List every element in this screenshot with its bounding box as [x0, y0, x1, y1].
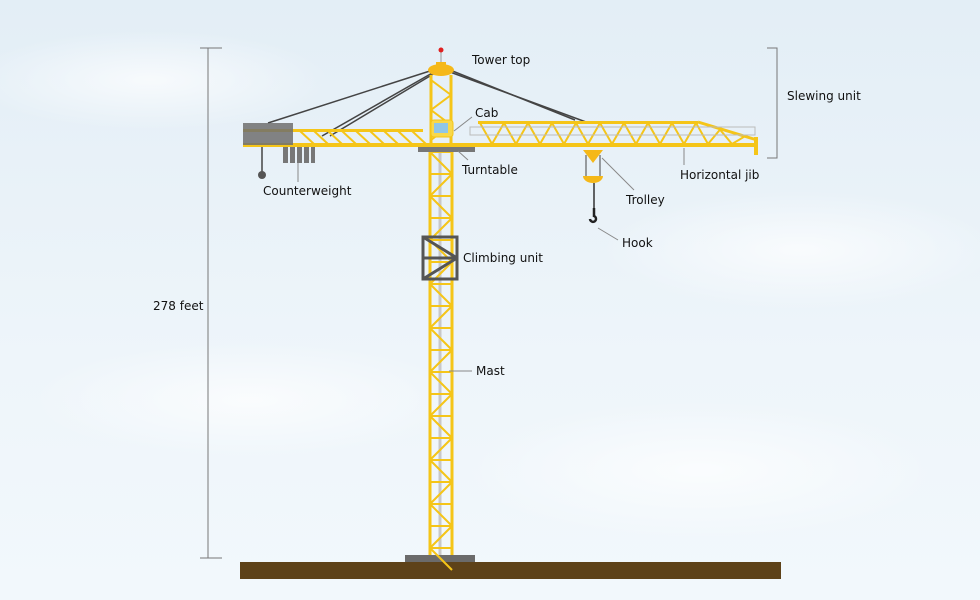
truss-member: [671, 122, 685, 145]
warning-light: [438, 47, 444, 53]
truss-member: [731, 135, 745, 145]
label-tower-top: Tower top: [471, 53, 530, 67]
truss-member: [369, 130, 385, 145]
truss-member: [355, 130, 371, 145]
truss-member: [429, 481, 453, 505]
label-trolley: Trolley: [625, 193, 665, 207]
truss-member: [635, 122, 649, 145]
truss-member: [313, 130, 329, 145]
hook: [588, 208, 598, 224]
turntable: [418, 147, 475, 152]
truss-member: [341, 130, 357, 145]
truss-member: [397, 130, 413, 145]
truss-member: [429, 305, 453, 329]
truss-member: [429, 415, 453, 439]
horizontal-jib: [469, 120, 758, 155]
truss-member: [429, 525, 453, 549]
truss-member: [599, 122, 613, 145]
label-slewing-unit: Slewing unit: [787, 89, 861, 103]
label-cab: Cab: [475, 106, 498, 120]
label-turntable: Turntable: [461, 163, 518, 177]
truss-member: [695, 122, 709, 145]
truss-member: [327, 130, 343, 145]
mast: [428, 150, 454, 571]
truss-member: [411, 130, 427, 145]
truss-member: [429, 195, 453, 219]
clouds: [0, 30, 980, 540]
truss-member: [429, 283, 453, 307]
truss-member: [429, 327, 453, 351]
label-horizontal-jib: Horizontal jib: [680, 168, 759, 182]
ground: [240, 562, 781, 579]
label-height: 278 feet: [153, 299, 204, 313]
pendant-cables: [267, 69, 587, 137]
truss-member: [503, 122, 517, 145]
slewing-unit-bracket: [767, 47, 778, 159]
label-counterweight: Counterweight: [263, 184, 352, 198]
truss-member: [299, 130, 315, 145]
counter-jib-ballast: [243, 123, 293, 145]
weight-ball: [258, 171, 266, 179]
trolley: [583, 150, 603, 183]
truss-member: [429, 371, 453, 395]
truss-member: [527, 122, 541, 145]
truss-member: [575, 122, 589, 145]
climbing-unit: [421, 235, 459, 281]
truss-member: [719, 128, 733, 145]
truss-member: [491, 122, 505, 145]
truss-member: [539, 122, 553, 145]
truss-member: [563, 122, 577, 145]
truss-member: [429, 393, 453, 417]
label-hook: Hook: [622, 236, 653, 250]
truss-member: [429, 437, 453, 461]
truss-member: [429, 459, 453, 483]
truss-member: [383, 130, 399, 145]
cab: [430, 119, 454, 138]
truss-member: [707, 128, 721, 145]
height-dimension: [200, 47, 222, 559]
truss-member: [429, 547, 453, 571]
label-climbing-unit: Climbing unit: [463, 251, 543, 265]
counterweight: [283, 147, 315, 163]
label-mast: Mast: [476, 364, 505, 378]
truss-member: [429, 349, 453, 373]
truss-member: [683, 122, 697, 145]
leader-lines: [297, 116, 685, 372]
truss-member: [659, 122, 673, 145]
truss-member: [479, 122, 493, 145]
labels: Tower top Cab Turntable Counterweight Ho…: [153, 53, 861, 378]
truss-member: [611, 122, 625, 145]
truss-member: [551, 122, 565, 145]
truss-member: [429, 503, 453, 527]
truss-member: [429, 151, 453, 175]
truss-member: [623, 122, 637, 145]
counter-jib: [243, 123, 757, 147]
truss-member: [429, 173, 453, 197]
truss-member: [647, 122, 661, 145]
truss-member: [515, 122, 529, 145]
truss-member: [587, 122, 601, 145]
